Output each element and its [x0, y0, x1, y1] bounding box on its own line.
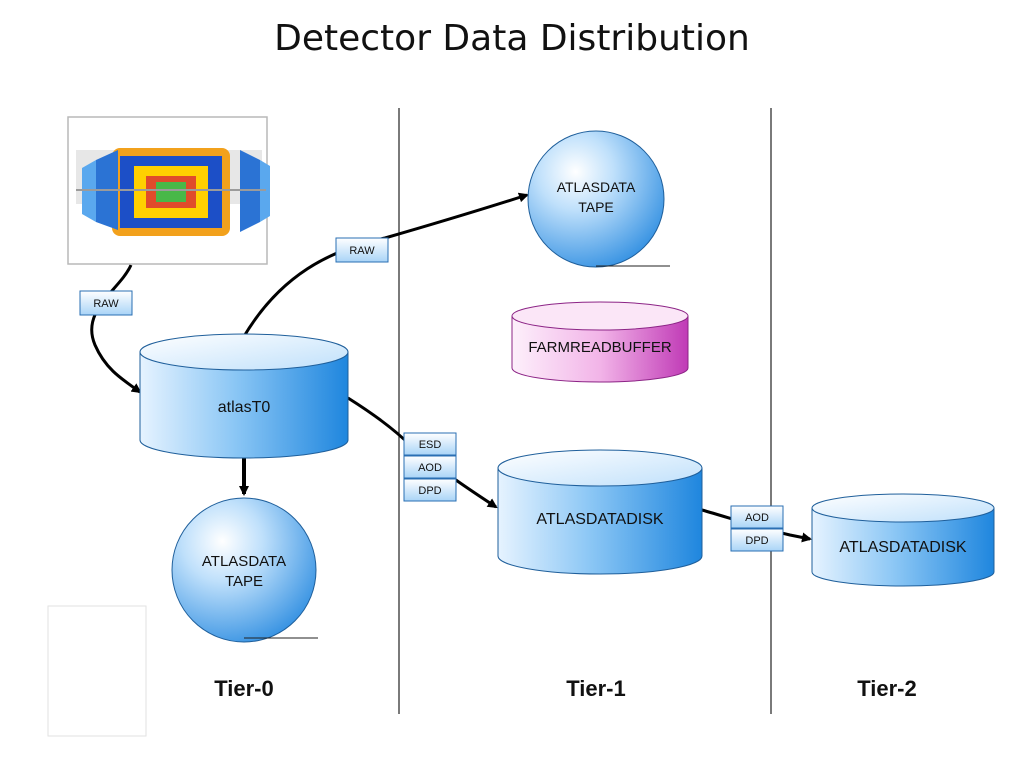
sphere-tape-tier0: ATLASDATA TAPE — [171, 497, 318, 643]
tag-label-aod: AOD — [745, 512, 769, 524]
node-label-farmreadbuffer: FARMREADBUFFER — [528, 339, 672, 356]
tag-label-raw: RAW — [349, 245, 375, 257]
connector-atlasT0-to-tape-t1 — [241, 192, 529, 339]
page-title: Detector Data Distribution — [274, 18, 750, 59]
tier-label-1: Tier-1 — [566, 676, 626, 701]
node-label-tape-line2: TAPE — [578, 199, 614, 215]
tag-label-aod: AOD — [418, 462, 442, 474]
tag-label-raw: RAW — [93, 298, 119, 310]
node-label-datadisk: ATLASDATADISK — [536, 511, 663, 528]
tag-stack-tier1-to-tier2: AOD DPD — [730, 505, 784, 552]
connector-detector-to-atlasT0 — [90, 264, 142, 394]
cylinder-datadisk-tier2: ATLASDATADISK — [811, 493, 995, 587]
node-label-tape-line1: ATLASDATA — [557, 179, 636, 195]
blank-panel — [47, 605, 147, 737]
node-label-tape-line1: ATLASDATA — [202, 553, 286, 570]
sphere-tape-tier1: ATLASDATA TAPE — [527, 130, 670, 268]
tag-label-dpd: DPD — [418, 485, 441, 497]
tier-label-2: Tier-2 — [857, 676, 917, 701]
atlas-detector-image — [67, 116, 270, 265]
cylinder-farmreadbuffer: FARMREADBUFFER — [511, 301, 689, 383]
tag-raw-tier1: RAW — [335, 237, 389, 263]
tag-raw-detector: RAW — [79, 290, 133, 316]
tag-label-esd: ESD — [419, 439, 442, 451]
node-label-tape-line2: TAPE — [225, 573, 263, 590]
node-label-atlasT0: atlasT0 — [218, 399, 271, 416]
tier-label-0: Tier-0 — [214, 676, 274, 701]
node-label-datadisk: ATLASDATADISK — [839, 539, 966, 556]
cylinder-datadisk-tier1: ATLASDATADISK — [497, 449, 703, 575]
tag-stack-tier0-to-tier1: ESD AOD DPD — [403, 432, 457, 502]
cylinder-atlasT0: atlasT0 — [139, 333, 349, 459]
tag-label-dpd: DPD — [745, 535, 768, 547]
